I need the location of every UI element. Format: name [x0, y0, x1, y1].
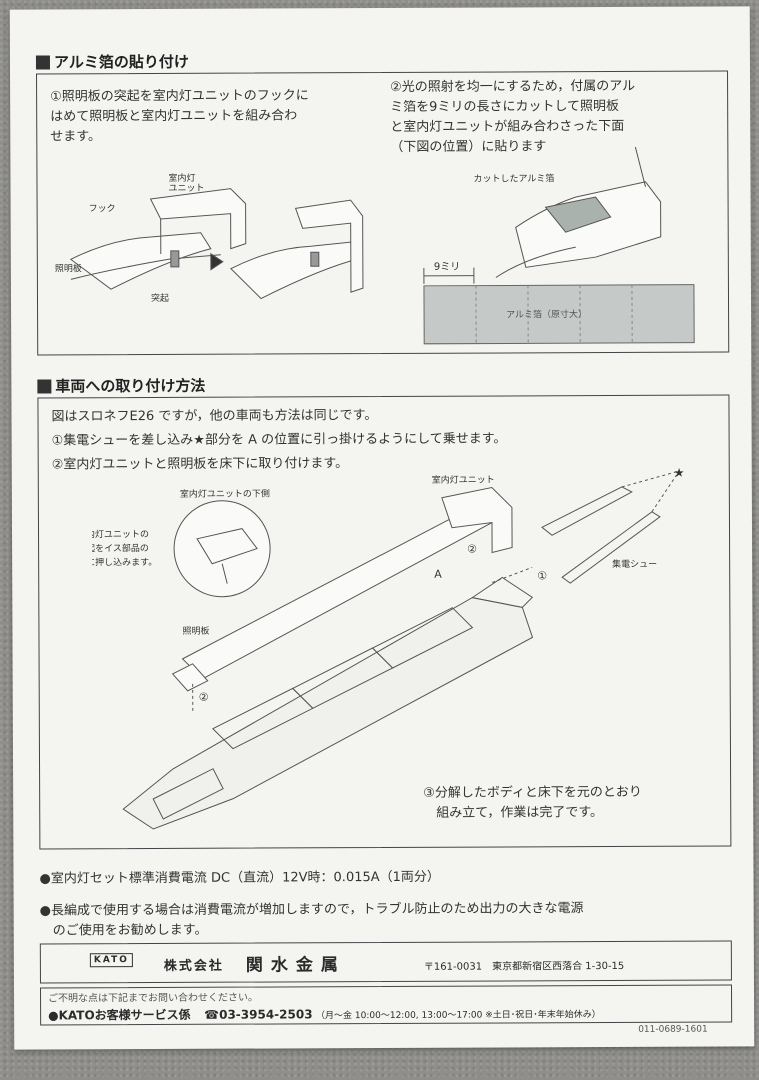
company-box [39, 940, 732, 984]
long-train-note: ●長編成で使用する場合は消費電流が増加しますので，トラブル防止のため出力の大きな… [39, 901, 584, 939]
section1-step1: ①照明板の突起を室内灯ユニットのフックに はめて照明板と室内灯ユニットを組み合わ… [50, 88, 309, 145]
circle-2-label-bottom: ② [199, 691, 209, 704]
phone-number: ☎03-3954-2503 [204, 1007, 313, 1022]
company-prefix: 株式会社 [163, 958, 224, 974]
service-hours: （月〜金 10:00〜12:00, 13:00〜17:00 ※土日･祝日･年末年… [316, 1010, 601, 1022]
a-label: A [434, 568, 442, 581]
foil-actual-label: アルミ箔（原寸大） [506, 308, 587, 320]
section1-step2: ②光の照射を均一にするため，付属のアル ミ箔を9ミリの長さにカットして照明板 と… [390, 78, 636, 155]
section-square-icon [37, 378, 52, 394]
star-icon: ★ [674, 467, 685, 480]
insert-note-2: 突起をイス部品の [92, 542, 149, 554]
installation-diagram: 室内灯ユニット 室内灯ユニットの下側 室内灯ユニットの 突起をイス部品の 穴に押… [92, 467, 685, 830]
circle-2-label-top: ② [467, 543, 477, 556]
unit-label-1: 室内灯 [168, 172, 195, 184]
section2-intro: 図はスロネフE26 ですが，他の車両も方法は同じです。 [51, 408, 378, 425]
protrusion-label: 突起 [151, 292, 169, 304]
nine-mm-label: 9ミリ [434, 262, 460, 273]
foil-actual-size [423, 284, 695, 345]
section-square-icon [35, 54, 50, 70]
collector-label: 集電シュー [612, 558, 657, 570]
service-line: ●KATOお客様サービス係 ☎03-3954-2503 （月〜金 10:00〜1… [48, 1004, 601, 1023]
instruction-sheet: アルミ箔の貼り付け ①照明板の突起を室内灯ユニットのフックに はめて照明板と室内… [9, 6, 755, 1050]
insert-note-3: 穴に押し込みます。 [92, 556, 158, 568]
circle-1-label: ① [537, 569, 547, 582]
service-label: ●KATOお客様サービス係 [48, 1007, 191, 1023]
kato-logo: KATO [89, 953, 133, 968]
company-address: 〒161-0031 東京都新宿区西落合 1-30-15 [423, 960, 625, 973]
light-plate-label: 照明板 [55, 262, 82, 274]
section2-step3: ③分解したボディと床下を元のとおり 組み立て，作業は完了です。 [423, 784, 642, 821]
hook-assembly-diagram: 室内灯 ユニット フック 照明板 突起 [55, 172, 364, 304]
section1-title: アルミ箔の貼り付け [35, 51, 189, 73]
insert-note-1: 室内灯ユニットの [92, 528, 149, 540]
current-note: ●室内灯セット標準消費電流 DC（直流）12V時：0.015A（1両分） [39, 869, 440, 887]
section2-title: 車両への取り付け方法 [37, 375, 205, 397]
company-name: 関水金属 [245, 955, 346, 976]
light-plate-label-2: 照明板 [182, 625, 209, 637]
inquiry-note: ご不明な点は下記までお問い合わせください。 [48, 992, 259, 1005]
unit-bottom-label: 室内灯ユニットの下側 [180, 487, 270, 499]
cut-foil-label: カットしたアルミ箔 [473, 172, 554, 184]
unit-label: 室内灯ユニット [432, 474, 495, 486]
document-code: 011-0689-1601 [638, 1024, 708, 1035]
hook-label: フック [89, 203, 116, 214]
unit-label-2: ユニット [168, 184, 204, 194]
foil-placement-diagram: カットしたアルミ箔 9ミリ アルミ箔（原寸大） [423, 146, 695, 345]
section2-step1: ①集電シューを差し込み★部分を A の位置に引っ掛けるようにして乗せます。 [51, 431, 507, 449]
